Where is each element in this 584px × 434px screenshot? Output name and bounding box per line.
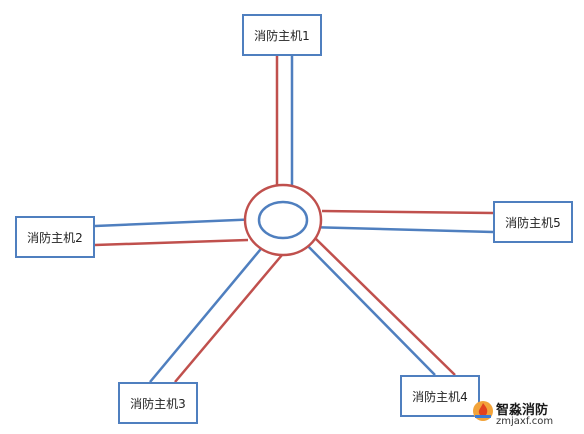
watermark-name: 智淼消防 [496,403,549,418]
flame-logo-icon [473,401,493,421]
host-box-2: 消防主机2 [15,216,95,258]
watermark-url: zmjaxf.com [496,416,554,427]
host-box-1: 消防主机1 [242,14,322,56]
host-label-3: 消防主机3 [130,396,186,411]
red-link-host5 [321,209,494,215]
red-link-host2 [94,238,249,247]
host-label-2: 消防主机2 [27,230,83,245]
red-link-host3 [174,254,283,383]
watermark-logo: 智淼消防 zmjaxf.com [470,398,582,432]
red-link-host4 [314,237,456,376]
host-box-5: 消防主机5 [493,201,573,243]
blue-ring-hub [257,200,309,240]
host-box-4: 消防主机4 [400,375,480,417]
blue-link-host5 [306,225,494,234]
host-label-4: 消防主机4 [412,389,468,404]
blue-link-host2 [94,217,261,228]
host-label-5: 消防主机5 [505,215,561,230]
host-label-1: 消防主机1 [254,28,310,43]
blue-link-host4 [299,237,436,376]
host-box-3: 消防主机3 [118,382,198,424]
blue-link-host3 [149,237,271,383]
